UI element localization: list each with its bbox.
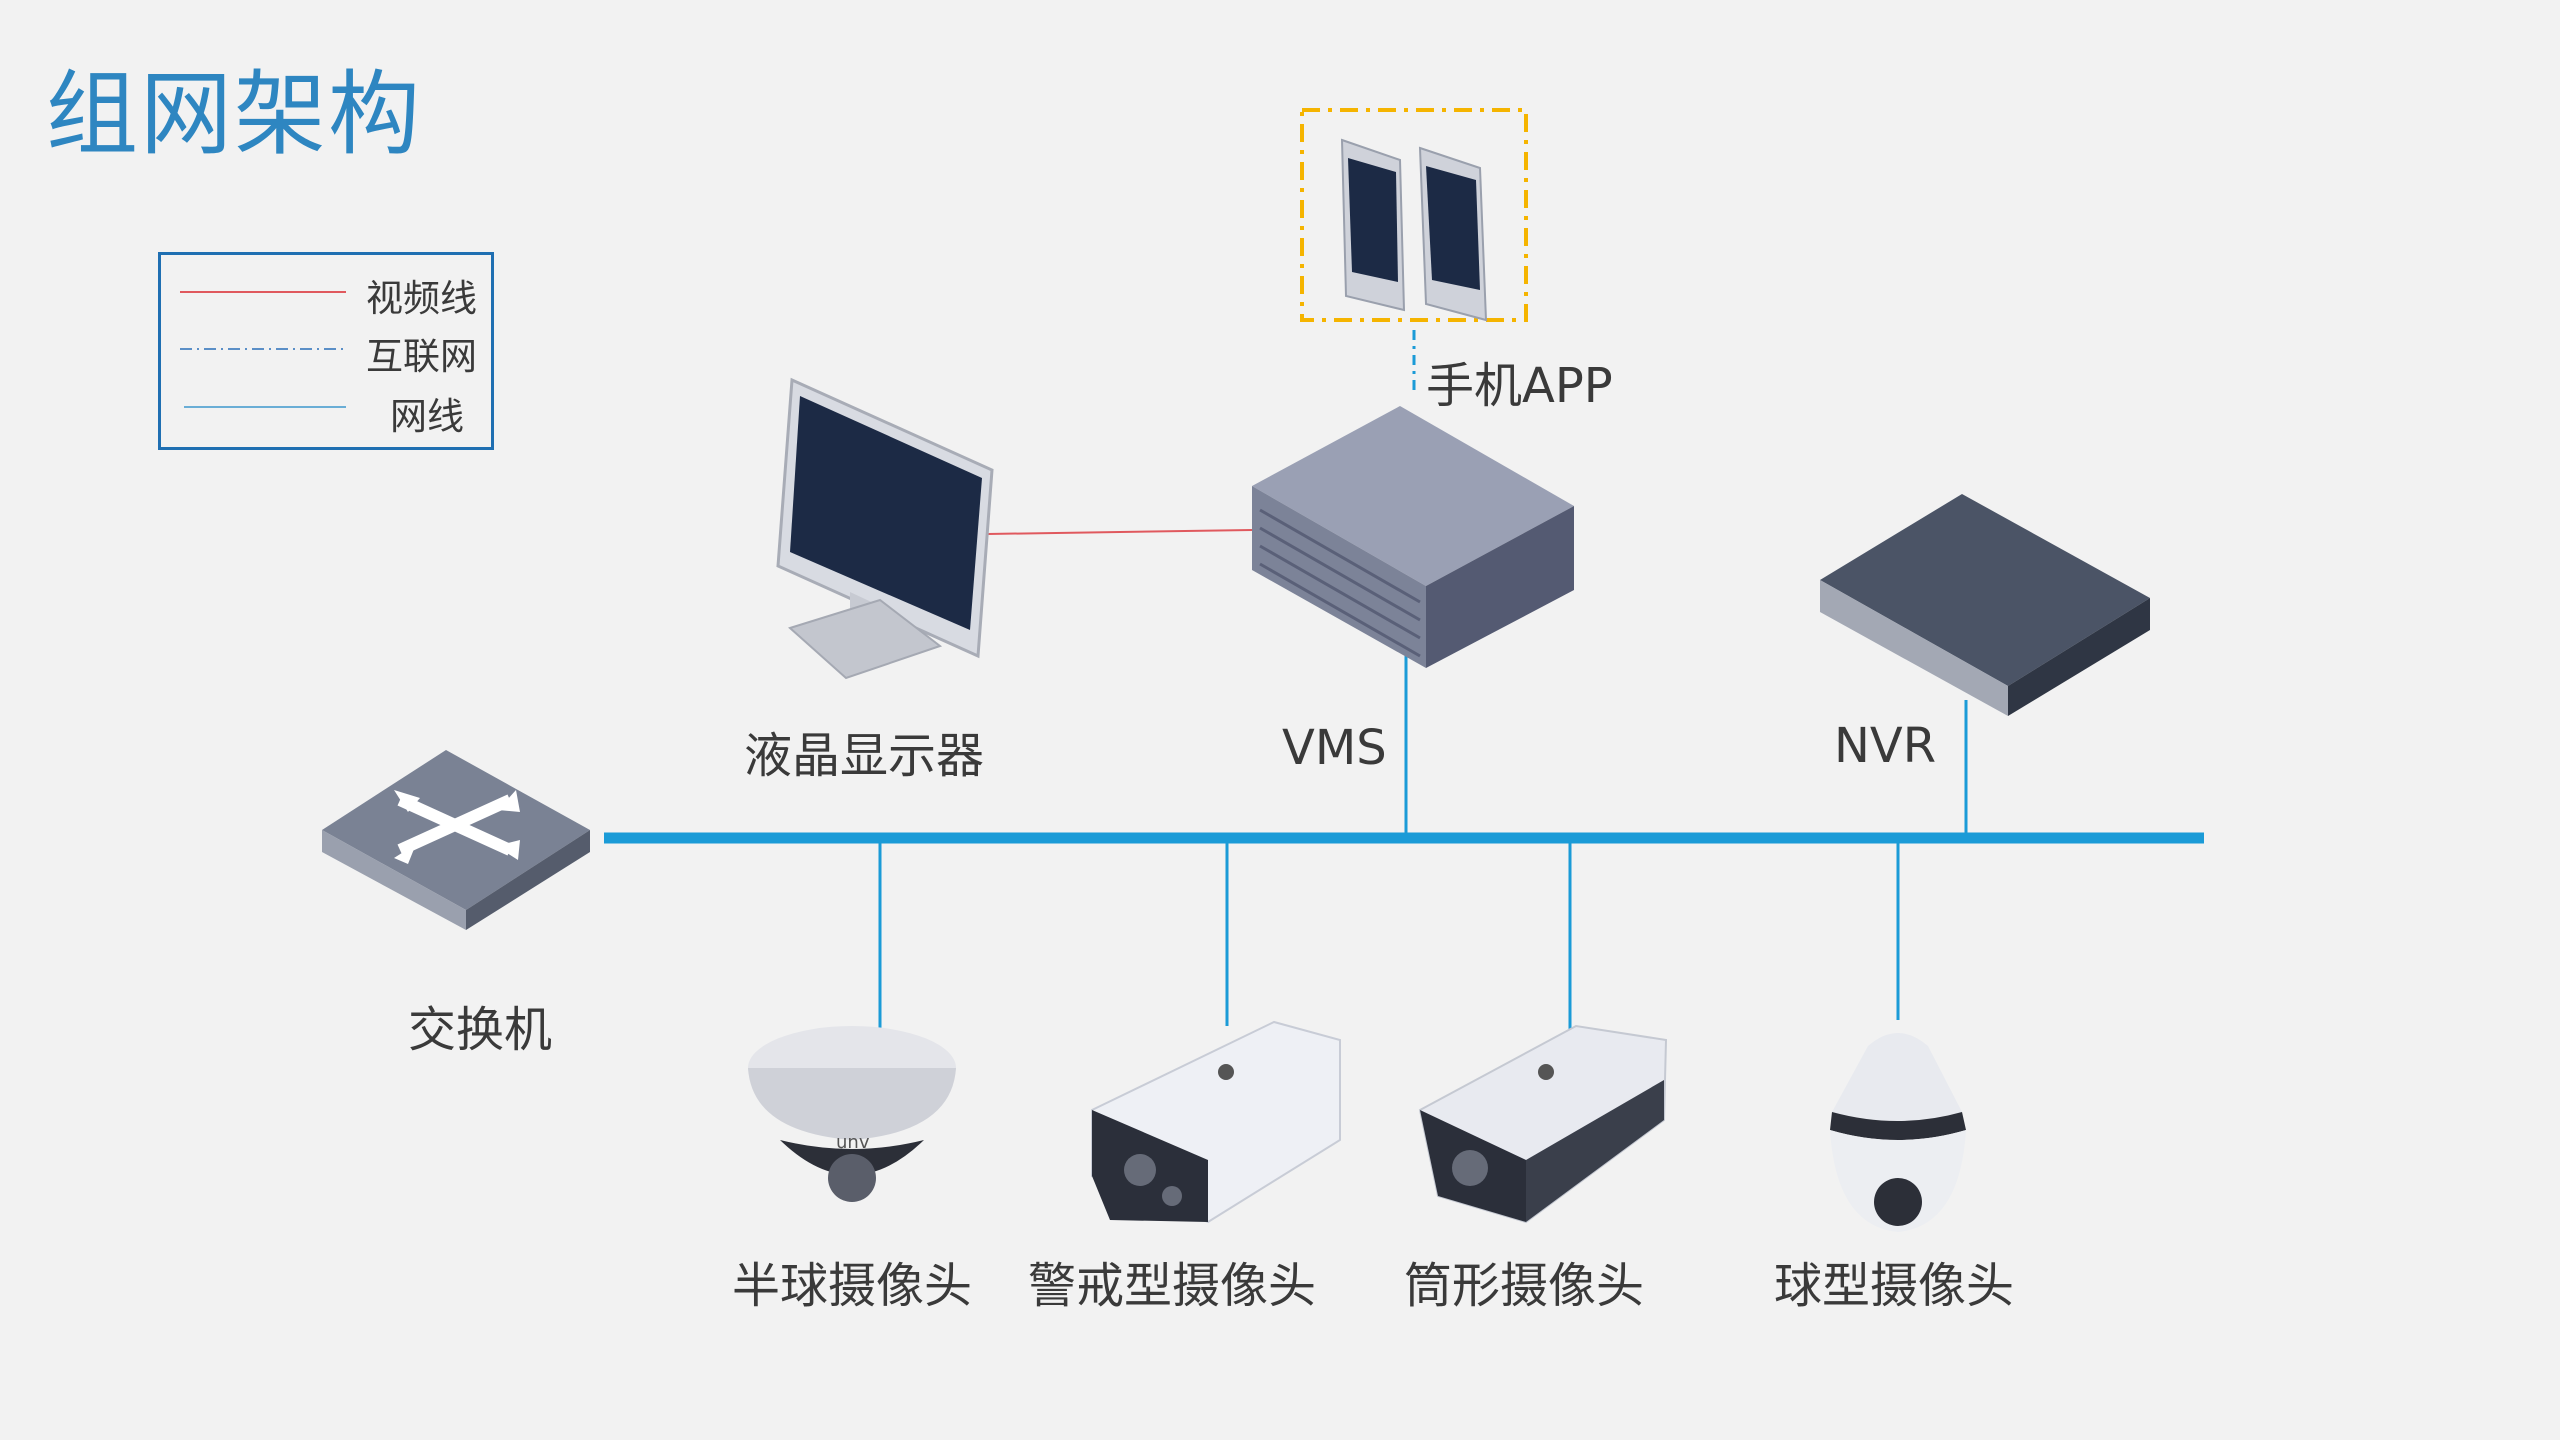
nvr-icon — [1820, 494, 2150, 716]
label-vms: VMS — [1282, 720, 1387, 776]
video-line — [987, 529, 1253, 535]
vms-server-icon — [1252, 406, 1574, 668]
page-title: 组网架构 — [46, 61, 423, 168]
alert-camera-icon — [1091, 1020, 1341, 1224]
ptz-camera-icon — [1830, 1033, 1966, 1232]
bullet-camera-icon — [1418, 1024, 1668, 1224]
label-switch: 交换机 — [408, 1002, 553, 1058]
phone-icon — [1418, 146, 1488, 322]
label-dome-camera: 半球摄像头 — [732, 1258, 973, 1314]
dome-camera-icon — [748, 1026, 956, 1202]
legend — [158, 252, 494, 450]
brand-logo: unv — [836, 1132, 870, 1153]
legend-label-internet: 互联网 — [366, 335, 477, 378]
legend-label-video: 视频线 — [366, 277, 477, 320]
switch-icon — [322, 750, 590, 930]
label-nvr: NVR — [1834, 718, 1937, 774]
lcd-monitor-icon — [776, 377, 994, 680]
app-frame — [1300, 108, 1528, 322]
legend-label-lan: 网线 — [390, 395, 464, 438]
label-bullet-camera: 筒形摄像头 — [1404, 1258, 1645, 1314]
label-ptz-camera: 球型摄像头 — [1774, 1258, 2015, 1314]
label-alert-camera: 警戒型摄像头 — [1028, 1258, 1317, 1314]
label-lcd: 液晶显示器 — [744, 728, 985, 784]
label-mobile-app: 手机APP — [1426, 358, 1613, 414]
